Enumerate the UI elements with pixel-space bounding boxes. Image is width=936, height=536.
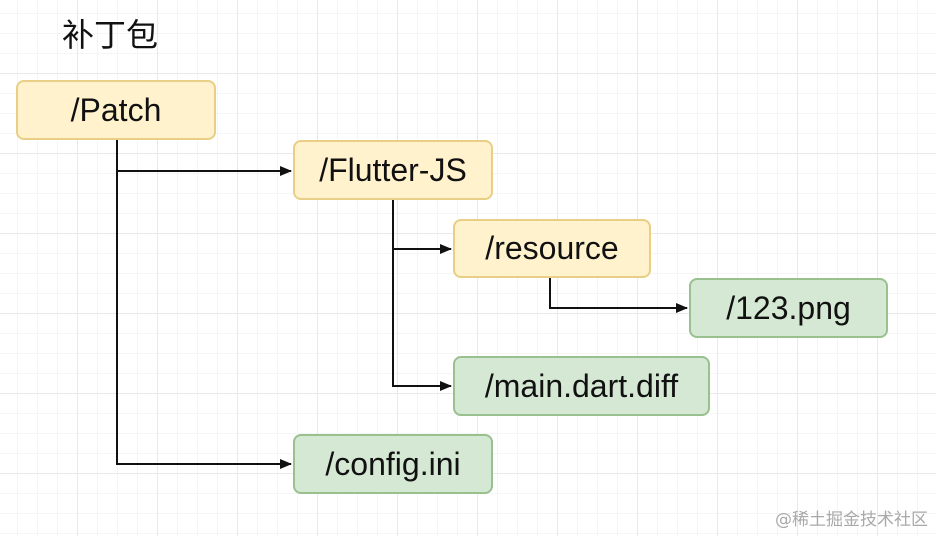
file-node-config: /config.ini [293, 434, 493, 494]
folder-node-patch: /Patch [16, 80, 216, 140]
file-node-png: /123.png [689, 278, 888, 338]
file-node-main-diff: /main.dart.diff [453, 356, 710, 416]
folder-node-flutter-js: /Flutter-JS [293, 140, 493, 200]
watermark-text: @稀土掘金技术社区 [775, 510, 928, 530]
connector-flutter-js-to-main-diff [392, 249, 452, 391]
connector-patch-to-config [116, 171, 292, 469]
connector-resource-to-png [549, 278, 688, 313]
connector-flutter-js-to-resource [392, 200, 452, 254]
connector-patch-to-flutter-js [116, 140, 292, 176]
diagram-title: 补丁包 [62, 16, 159, 54]
folder-node-resource: /resource [453, 219, 651, 278]
